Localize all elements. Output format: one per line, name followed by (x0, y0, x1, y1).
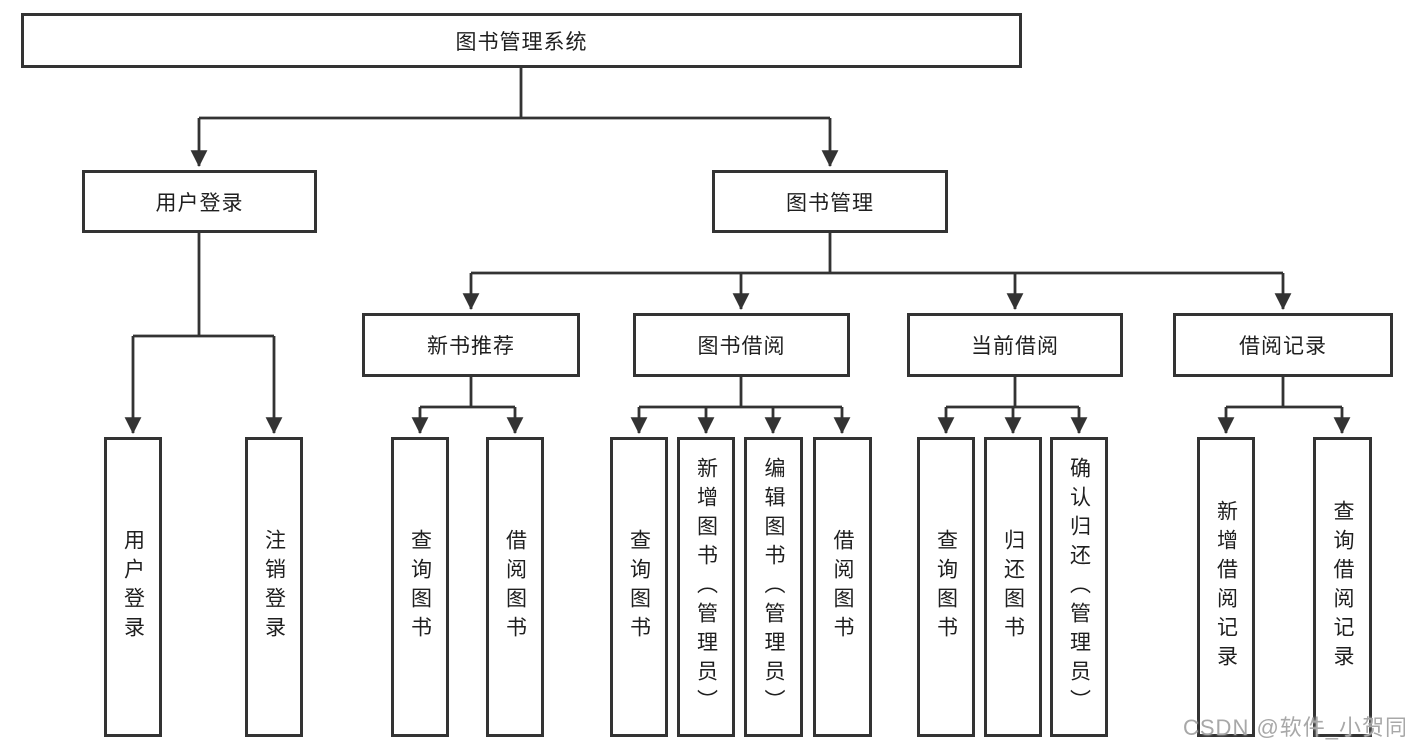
leaf-bb-add-books-admin-label: 新增图书（管理员） (694, 456, 718, 718)
csdn-watermark: CSDN @软件_小贺同学 (1183, 715, 1405, 740)
node-current-borrow: 当前借阅 (907, 313, 1123, 377)
node-root: 图书管理系统 (21, 13, 1022, 68)
node-book-borrow: 图书借阅 (633, 313, 850, 377)
leaf-nbr-query-books: 查询图书 (391, 437, 449, 737)
leaf-bb-edit-books-admin: 编辑图书（管理员） (744, 437, 803, 737)
leaf-bb-query-books: 查询图书 (610, 437, 668, 737)
node-borrow-records: 借阅记录 (1173, 313, 1393, 377)
leaf-nbr-query-books-label: 查询图书 (408, 529, 432, 645)
leaf-cb-return-books: 归还图书 (984, 437, 1042, 737)
leaf-br-query-record: 查询借阅记录 (1313, 437, 1372, 737)
leaf-bb-add-books-admin: 新增图书（管理员） (677, 437, 735, 737)
leaf-br-add-record: 新增借阅记录 (1197, 437, 1255, 737)
leaf-logout-label: 注销登录 (262, 529, 286, 645)
node-user-login: 用户登录 (82, 170, 317, 233)
leaf-bb-query-books-label: 查询图书 (627, 529, 651, 645)
leaf-bb-borrow-books-label: 借阅图书 (831, 529, 854, 645)
leaf-cb-return-books-label: 归还图书 (1001, 529, 1025, 645)
leaf-nbr-borrow-books-label: 借阅图书 (503, 529, 527, 645)
leaf-cb-confirm-return-admin-label: 确认归还（管理员） (1067, 456, 1091, 718)
leaf-cb-confirm-return-admin: 确认归还（管理员） (1050, 437, 1108, 737)
leaf-cb-query-books: 查询图书 (917, 437, 975, 737)
leaf-bb-borrow-books: 借阅图书 (813, 437, 872, 737)
leaf-user-login: 用户登录 (104, 437, 162, 737)
leaf-br-add-record-label: 新增借阅记录 (1214, 500, 1238, 674)
leaf-nbr-borrow-books: 借阅图书 (486, 437, 544, 737)
leaf-logout: 注销登录 (245, 437, 303, 737)
leaf-bb-edit-books-admin-label: 编辑图书（管理员） (762, 456, 785, 718)
leaf-cb-query-books-label: 查询图书 (934, 529, 958, 645)
leaf-br-query-record-label: 查询借阅记录 (1331, 500, 1354, 674)
node-new-book-recommend: 新书推荐 (362, 313, 580, 377)
leaf-user-login-label: 用户登录 (121, 529, 145, 645)
node-book-management: 图书管理 (712, 170, 948, 233)
